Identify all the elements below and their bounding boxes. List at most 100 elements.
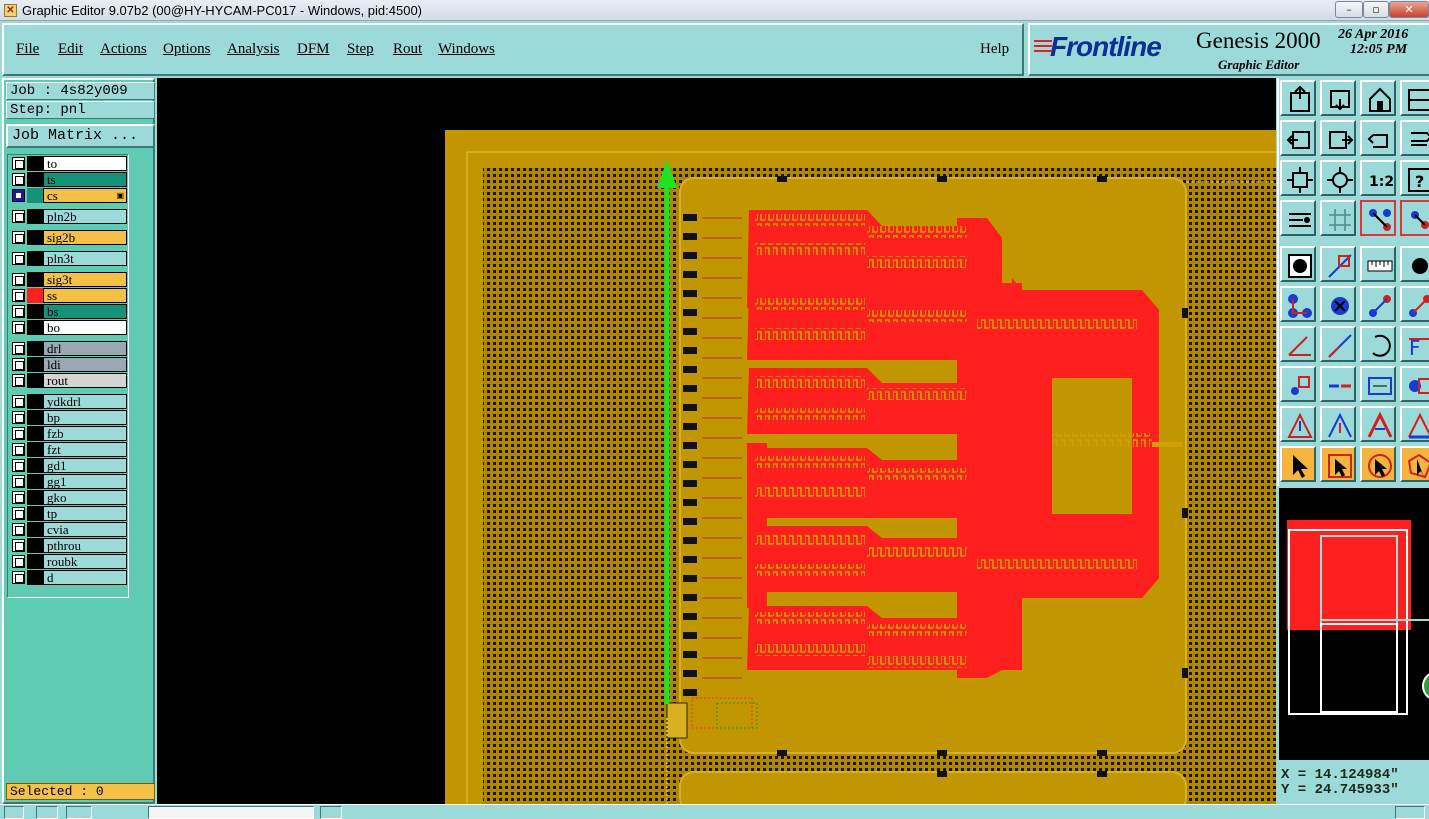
- status-button-3[interactable]: [66, 806, 92, 819]
- layer-name[interactable]: pln2b: [43, 209, 127, 224]
- layer-name[interactable]: cs▣: [43, 188, 127, 203]
- select-poly-button[interactable]: [1400, 446, 1429, 482]
- layer-checkbox[interactable]: [12, 173, 25, 186]
- status-button-2[interactable]: [36, 806, 58, 819]
- layer-color-swatch[interactable]: [27, 490, 43, 505]
- window-split-button[interactable]: [1400, 80, 1429, 116]
- layer-row-bo[interactable]: bo: [10, 320, 127, 335]
- layer-row-pthrou[interactable]: pthrou: [10, 538, 127, 553]
- layer-name[interactable]: bs: [43, 304, 127, 319]
- layer-name[interactable]: gd1: [43, 458, 127, 473]
- layer-checkbox[interactable]: [12, 555, 25, 568]
- layer-color-swatch[interactable]: [27, 357, 43, 372]
- layer-name[interactable]: rout: [43, 373, 127, 388]
- pan-right-button[interactable]: [1320, 120, 1356, 156]
- triangle-button[interactable]: [1280, 406, 1316, 442]
- layer-checkbox[interactable]: [12, 157, 25, 170]
- layer-color-swatch[interactable]: [27, 320, 43, 335]
- triangle-red-button[interactable]: [1360, 406, 1396, 442]
- redo-view-button[interactable]: [1400, 120, 1429, 156]
- layer-row-tp[interactable]: tp: [10, 506, 127, 521]
- split-line-button[interactable]: [1320, 366, 1356, 402]
- layer-row-fzb[interactable]: fzb: [10, 426, 127, 441]
- layer-name[interactable]: gko: [43, 490, 127, 505]
- fill-mode-button[interactable]: [1280, 246, 1316, 282]
- outline-mode-button[interactable]: [1320, 246, 1356, 282]
- layer-name[interactable]: roubk: [43, 554, 127, 569]
- menu-file[interactable]: File: [16, 41, 40, 57]
- layer-name[interactable]: bp: [43, 410, 127, 425]
- connect-button[interactable]: [1280, 286, 1316, 322]
- layer-row-roubk[interactable]: roubk: [10, 554, 127, 569]
- select-circle-button[interactable]: [1360, 446, 1396, 482]
- layer-checkbox[interactable]: [12, 358, 25, 371]
- layer-checkbox[interactable]: [12, 427, 25, 440]
- menu-options[interactable]: Options: [163, 41, 211, 57]
- menu-rout[interactable]: Rout: [393, 41, 423, 57]
- layer-checkbox[interactable]: [12, 523, 25, 536]
- zoom-home-button[interactable]: [1280, 80, 1316, 116]
- fit-profile-button[interactable]: [1320, 160, 1356, 196]
- pan-left-button[interactable]: [1280, 120, 1316, 156]
- layer-checkbox[interactable]: [12, 273, 25, 286]
- layer-display-button[interactable]: [1400, 200, 1429, 236]
- layer-row-bp[interactable]: bp: [10, 410, 127, 425]
- layer-checkbox[interactable]: [12, 189, 25, 202]
- layer-row-ldi[interactable]: ldi: [10, 357, 127, 372]
- layer-checkbox[interactable]: [12, 374, 25, 387]
- layer-colors-button[interactable]: [1360, 200, 1396, 236]
- command-input[interactable]: [148, 806, 314, 819]
- layer-row-bs[interactable]: bs: [10, 304, 127, 319]
- layer-checkbox[interactable]: [12, 210, 25, 223]
- layer-row-cvia[interactable]: cvia: [10, 522, 127, 537]
- layer-checkbox[interactable]: [12, 571, 25, 584]
- layer-row-drl[interactable]: drl: [10, 341, 127, 356]
- select-box-button[interactable]: [1320, 446, 1356, 482]
- layer-row-gko[interactable]: gko: [10, 490, 127, 505]
- status-button-5[interactable]: [1395, 806, 1425, 819]
- layer-color-swatch[interactable]: [27, 394, 43, 409]
- layer-row-to[interactable]: to: [10, 156, 127, 171]
- status-button-1[interactable]: [4, 806, 24, 819]
- home-view-button[interactable]: [1360, 80, 1396, 116]
- layer-color-swatch[interactable]: [27, 172, 43, 187]
- menu-dfm[interactable]: DFM: [297, 41, 330, 57]
- cross-button[interactable]: [1320, 286, 1356, 322]
- layer-checkbox[interactable]: [12, 459, 25, 472]
- layer-color-swatch[interactable]: [27, 474, 43, 489]
- menu-help[interactable]: Help: [980, 41, 1010, 57]
- layer-color-swatch[interactable]: [27, 251, 43, 266]
- layer-name[interactable]: sig3t: [43, 272, 127, 287]
- close-button[interactable]: ✕: [1389, 1, 1429, 18]
- layer-name[interactable]: ss: [43, 288, 127, 303]
- layer-color-swatch[interactable]: [27, 458, 43, 473]
- layer-color-swatch[interactable]: [27, 570, 43, 585]
- layer-row-gd1[interactable]: gd1: [10, 458, 127, 473]
- select-arrow-button[interactable]: [1280, 446, 1316, 482]
- layer-checkbox[interactable]: [12, 395, 25, 408]
- angle-button[interactable]: [1280, 326, 1316, 362]
- fit-all-button[interactable]: [1280, 160, 1316, 196]
- layer-name[interactable]: bo: [43, 320, 127, 335]
- layer-row-fzt[interactable]: fzt: [10, 442, 127, 457]
- layer-row-sig2b[interactable]: sig2b: [10, 230, 127, 245]
- measure-button[interactable]: [1360, 366, 1396, 402]
- triangle-mixed-button[interactable]: [1400, 406, 1429, 442]
- layer-color-swatch[interactable]: [27, 156, 43, 171]
- zoom-in-button[interactable]: [1320, 80, 1356, 116]
- zoom-1-2-button[interactable]: 1:2: [1360, 160, 1396, 196]
- menu-windows[interactable]: Windows: [438, 41, 495, 57]
- layer-checkbox[interactable]: [12, 321, 25, 334]
- graphic-canvas[interactable]: [157, 78, 1276, 804]
- layer-color-swatch[interactable]: [27, 209, 43, 224]
- status-button-4[interactable]: [320, 806, 342, 819]
- layer-checkbox[interactable]: [12, 305, 25, 318]
- layer-checkbox[interactable]: [12, 252, 25, 265]
- maximize-button[interactable]: ▫: [1363, 1, 1389, 18]
- menu-analysis[interactable]: Analysis: [227, 41, 280, 57]
- layer-name[interactable]: drl: [43, 341, 127, 356]
- layer-color-swatch[interactable]: [27, 426, 43, 441]
- layer-color-swatch[interactable]: [27, 188, 43, 203]
- layer-name[interactable]: d: [43, 570, 127, 585]
- symbol-button[interactable]: [1400, 366, 1429, 402]
